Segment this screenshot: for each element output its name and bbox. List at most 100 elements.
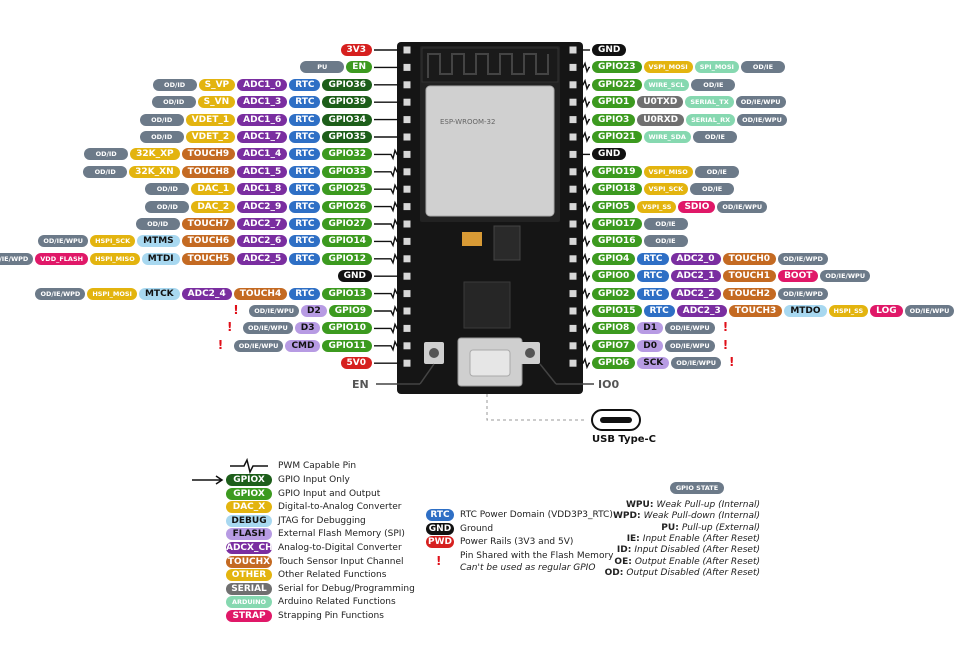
right-pin-13-label-2: ADC2_1 xyxy=(670,270,721,283)
pwm-pin-lead xyxy=(374,304,403,318)
pwm-pin-lead xyxy=(374,287,403,300)
flash-warning-icon: ! xyxy=(227,320,233,335)
right-pin-17-label-1: D0 xyxy=(637,339,663,352)
legend-desc-adc: Analog-to-Digital Converter xyxy=(278,543,402,553)
right-pin-2-label-2: OD/IE xyxy=(691,78,736,91)
voltage-regulator xyxy=(493,225,521,261)
pwm-pin-lead xyxy=(374,217,403,231)
pwm-pin-lead xyxy=(374,200,403,213)
left-pin-8-label-0: GPIO25 xyxy=(322,183,372,196)
legend-flash-note: Pin Shared with the Flash Memory xyxy=(460,551,614,561)
flash-warning-icon: ! xyxy=(217,337,224,352)
pin-header-hole xyxy=(569,255,577,263)
left-pin-2-label-4: OD/ID xyxy=(152,78,197,91)
left-pin-9-label-3: DAC_2 xyxy=(191,200,236,213)
left-pin-3-label-1: RTC xyxy=(289,96,321,109)
legend-swatch-rtc: RTC xyxy=(426,509,454,521)
pin-header-hole xyxy=(403,116,411,124)
right-pin-13-label-4: BOOT xyxy=(778,270,819,283)
legend-desc-dac: Digital-to-Analog Converter xyxy=(278,502,402,513)
right-pin-12-label-3: TOUCH0 xyxy=(722,252,777,265)
right-pin-2-label-1: WIRE_SCL xyxy=(643,78,690,91)
legend-desc-gpio: GPIO Input and Output xyxy=(278,488,381,499)
left-pin-7-label-2: ADC1_5 xyxy=(237,165,288,178)
legend-swatch-debug: DEBUG xyxy=(226,514,272,527)
right-pin-9-label-1: VSPI_SS xyxy=(637,200,677,213)
pwm-pin-lead xyxy=(374,148,403,161)
right-pin-9-label-3: OD/IE/WPU xyxy=(717,200,768,213)
pwm-pin-lead xyxy=(577,96,590,109)
legend-swatch-pwr: PWD xyxy=(426,536,454,549)
pin-header-hole xyxy=(569,185,577,193)
legend-flash-note-2: Can't be used as regular GPIO xyxy=(460,563,596,573)
antenna-area xyxy=(421,47,559,83)
legend-swatch-other: OTHER xyxy=(226,569,272,582)
left-pin-7-label-3: TOUCH8 xyxy=(181,165,236,178)
right-pin-1-label-2: SPI_MOSI xyxy=(694,61,739,74)
legend-desc-other: Other Related Functions xyxy=(278,570,387,581)
left-pin-10-label-0: GPIO27 xyxy=(322,218,372,230)
legend-swatch-adc: ADCX_CH xyxy=(226,542,272,554)
legend-pwm-label: PWM Capable Pin xyxy=(278,461,357,471)
right-pin-0-label-0: GND xyxy=(592,44,627,56)
pin-header-hole xyxy=(569,116,577,124)
pwm-pin-lead xyxy=(374,252,403,265)
flash-warning-icon: ! xyxy=(436,554,442,568)
pwm-pin-lead xyxy=(374,183,403,196)
usb-c-label: USB Type-C xyxy=(592,434,656,445)
state-desc: Output Enable (After Reset) xyxy=(634,556,760,567)
right-pin-12-label-1: RTC xyxy=(637,252,669,265)
right-pin-16-label-2: OD/IE/WPU xyxy=(664,322,715,335)
left-pin-3-label-3: S_VN xyxy=(197,96,236,109)
pin-header-hole xyxy=(569,359,577,367)
pin-header-hole xyxy=(403,185,411,193)
pwm-pin-lead xyxy=(374,235,403,248)
state-key: IE: xyxy=(626,533,640,544)
en-label: EN xyxy=(352,378,369,391)
right-pin-8-label-2: OD/IE xyxy=(690,183,735,196)
pin-header-hole xyxy=(403,307,411,315)
state-desc: Pull-up (External) xyxy=(681,522,760,533)
pin-header-hole xyxy=(403,168,411,176)
pin-header-hole xyxy=(403,63,411,71)
pwm-pin-lead xyxy=(577,200,590,213)
left-pin-16-label-2: OD/IE/WPU xyxy=(243,322,293,335)
legend-swatch-gpin: GPIOX xyxy=(226,474,272,486)
io0-label: IO0 xyxy=(598,378,619,391)
right-pin-12-label-0: GPIO4 xyxy=(592,252,636,265)
right-pin-17-label-2: OD/IE/WPU xyxy=(664,339,715,352)
usb-serial-chip xyxy=(463,281,511,329)
left-pin-5-label-0: GPIO35 xyxy=(322,131,372,143)
left-pin-12-label-1: RTC xyxy=(289,252,321,265)
module-text: ESP-WROOM-32 xyxy=(440,118,495,126)
pin-header-hole xyxy=(403,237,411,245)
gpio-state-title: GPIO STATE xyxy=(670,482,724,494)
legend-desc-pwr: Power Rails (3V3 and 5V) xyxy=(460,537,574,548)
right-pin-10-label-1: OD/IE xyxy=(643,218,688,230)
input-only-arrow-icon xyxy=(192,475,224,485)
pin-header-hole xyxy=(569,203,577,211)
state-key: OD: xyxy=(604,567,624,578)
state-desc: Input Disabled (After Reset) xyxy=(634,545,760,556)
flash-warning-icon: ! xyxy=(233,303,239,317)
pwm-pin-lead xyxy=(577,270,590,283)
right-pin-4-label-1: U0RXD xyxy=(637,113,685,126)
left-pin-9-label-2: ADC2_9 xyxy=(237,200,288,213)
right-pin-15-label-1: RTC xyxy=(643,305,675,317)
left-pin-11-label-3: TOUCH6 xyxy=(181,235,236,248)
left-pin-6-label-4: 32K_XP xyxy=(130,148,180,161)
left-pin-15-label-1: D2 xyxy=(301,305,327,317)
right-pin-18-label-1: SCK xyxy=(637,357,670,370)
left-pin-4-label-2: ADC1_6 xyxy=(237,113,288,126)
right-pin-15-label-6: LOG xyxy=(870,305,903,317)
pin-header-hole xyxy=(569,220,577,228)
right-pin-2-label-0: GPIO22 xyxy=(592,78,642,91)
right-pin-15-label-4: MTDO xyxy=(784,305,827,317)
left-pin-1-label-0: EN xyxy=(346,61,372,74)
left-pin-4-label-1: RTC xyxy=(289,113,321,126)
pin-header-hole xyxy=(403,203,411,211)
state-desc: Weak Pull-up (Internal) xyxy=(656,500,760,510)
module-shield xyxy=(425,85,555,217)
pin-header-hole xyxy=(569,290,577,298)
pin-header-hole xyxy=(569,324,577,332)
